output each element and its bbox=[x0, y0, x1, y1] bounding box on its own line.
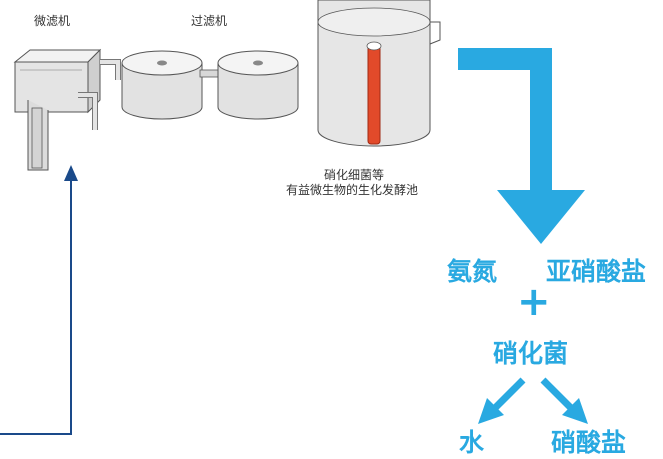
big-down-arrow bbox=[458, 48, 585, 244]
arrow-to-water bbox=[478, 377, 526, 424]
pipe-connector bbox=[199, 69, 219, 78]
micro-filter-label: 微滤机 bbox=[34, 14, 71, 28]
nitrate-label: 硝酸盐 bbox=[551, 428, 627, 457]
filter-label: 过滤机 bbox=[191, 14, 228, 28]
return-flow-arrow bbox=[0, 165, 78, 435]
filter-tank-1 bbox=[121, 50, 203, 120]
arrow-to-nitrate bbox=[540, 377, 588, 424]
aeration-pipe bbox=[367, 45, 381, 145]
water-label: 水 bbox=[459, 428, 485, 457]
micro-filter-machine bbox=[13, 48, 121, 171]
ammonia-label: 氨氮 bbox=[447, 257, 498, 286]
bio-tank-label-line2: 有益微生物的生化发酵池 bbox=[286, 183, 419, 197]
plus-sign: + bbox=[517, 279, 551, 325]
bio-fermentation-tank bbox=[317, 0, 441, 147]
nitrifying-bacteria-label: 硝化菌 bbox=[493, 339, 569, 368]
nitrite-label: 亚硝酸盐 bbox=[546, 257, 647, 286]
bio-tank-label-line1: 硝化细菌等 bbox=[324, 168, 385, 182]
filter-tank-2 bbox=[217, 50, 299, 120]
